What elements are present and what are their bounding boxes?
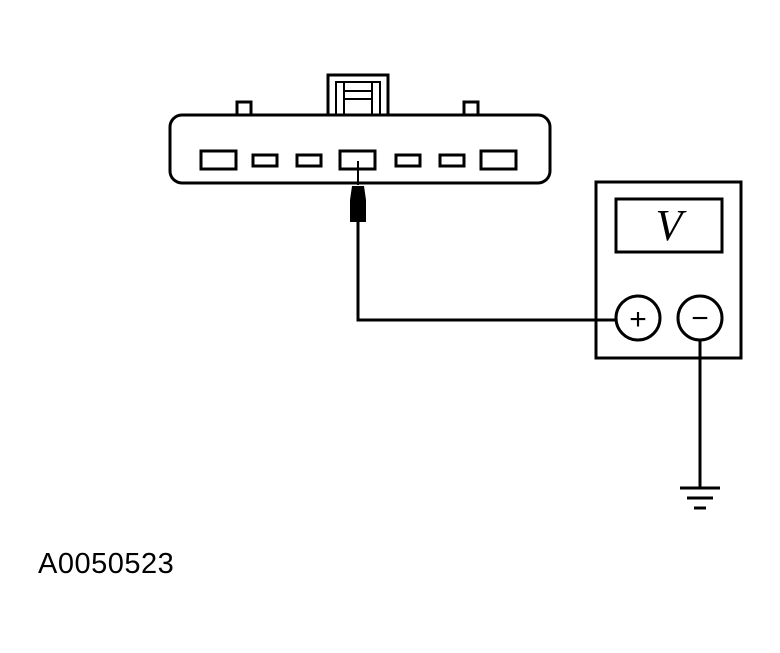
connector-pin-2 [251, 153, 279, 168]
connector-tab-left [235, 100, 253, 117]
voltmeter-display [614, 197, 724, 254]
connector-body [168, 113, 552, 185]
positive-terminal [614, 294, 662, 342]
test-probe [350, 161, 366, 222]
connector-pin-5 [394, 153, 422, 168]
positive-terminal-symbol: + [629, 303, 647, 336]
voltmeter-body [594, 180, 743, 360]
positive-lead-wire [356, 222, 615, 322]
electrical-connector [168, 73, 552, 185]
connector-pin-3 [295, 153, 323, 168]
connector-pin-7 [479, 149, 518, 171]
connector-latch [326, 73, 390, 117]
connector-tab-right [462, 100, 480, 117]
connector-pin-1 [199, 149, 238, 171]
figure-id-label: A0050523 [38, 548, 175, 580]
connector-pin-6 [438, 153, 466, 168]
voltmeter-symbol: V [656, 201, 688, 250]
voltmeter: V + − [594, 180, 743, 360]
negative-terminal-symbol: − [691, 302, 709, 335]
ground-icon [680, 486, 720, 510]
